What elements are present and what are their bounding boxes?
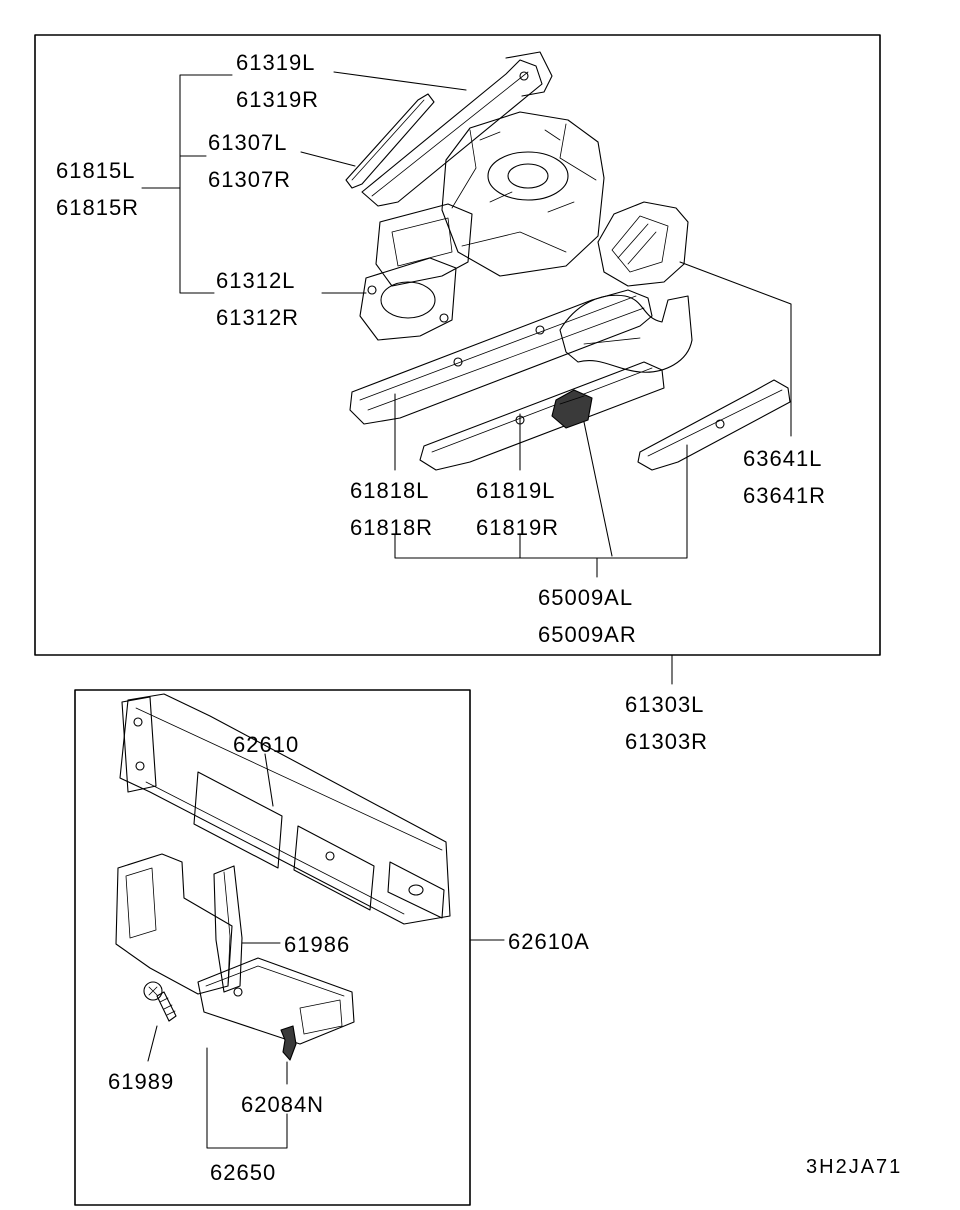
part-number: 61818R [350,515,434,540]
part-label-61303: 61303L 61303R [625,686,708,760]
part-bracket-65009 [551,389,593,429]
part-number: 65009AR [538,622,637,647]
part-number: 61989 [108,1069,175,1094]
part-label-62084N: 62084N [241,1086,324,1123]
part-number: 62610 [233,732,300,757]
part-number: 62610A [508,929,590,954]
part-number: 61986 [284,932,351,957]
part-number: 61312L [216,268,296,293]
part-label-65009A: 65009AL 65009AR [538,579,637,653]
part-number: 61815L [56,158,136,183]
part-side-member-61818 [349,289,653,425]
part-number: 62650 [210,1160,277,1185]
part-crossmember-62650 [197,957,355,1045]
upper-box-border [34,34,881,656]
part-number: 62084N [241,1092,325,1117]
part-label-61307: 61307L 61307R [208,124,291,198]
part-number: 63641L [743,446,823,471]
part-number: 61303R [625,729,709,754]
part-frame-panel-61303 [559,294,693,373]
part-number: 61307L [208,130,288,155]
part-label-62610A: 62610A [508,923,590,960]
part-side-member-61819 [419,361,665,471]
part-label-62610: 62610 [233,726,299,763]
part-number: 61818L [350,478,430,503]
part-label-61819: 61819L 61819R [476,472,559,546]
part-label-62650: 62650 [210,1154,276,1191]
drawing-code: 3H2JA71 [806,1156,903,1178]
part-label-61989: 61989 [108,1063,174,1100]
part-number: 61319L [236,50,316,75]
leader-lines-upper [141,71,792,685]
part-rail-63641-lower [637,379,791,471]
part-number: 61819R [476,515,560,540]
part-brace-61307 [345,93,435,189]
part-label-61818: 61818L 61818R [350,472,433,546]
part-strut-tower-wheelhouse [441,111,605,277]
part-bracket-63641 [597,201,689,287]
part-stay-61986 [213,865,243,993]
lower-box-border [74,689,471,1206]
part-clip-62084n [280,1025,297,1061]
lower-assembly-box [74,689,505,1206]
part-label-61815: 61815L 61815R [56,152,139,226]
part-number: 61319R [236,87,320,112]
part-upper-rail-61319 [361,51,553,207]
part-panel-61312 [359,257,457,341]
part-number: 61819L [476,478,556,503]
part-number: 61307R [208,167,292,192]
part-number: 61303L [625,692,705,717]
part-support-arm [115,853,233,995]
part-label-61312: 61312L 61312R [216,262,299,336]
upper-assembly-box [34,34,881,685]
part-number: 61815R [56,195,140,220]
part-bolt-61989 [143,981,177,1022]
part-number: 61312R [216,305,300,330]
part-shield-panel-61815 [375,203,473,287]
part-label-63641: 63641L 63641R [743,440,826,514]
part-radiator-support-62610 [119,693,451,925]
part-number: 65009AL [538,585,634,610]
part-label-61986: 61986 [284,926,350,963]
part-number: 63641R [743,483,827,508]
part-label-61319: 61319L 61319R [236,44,319,118]
leader-lines-lower [147,753,505,1149]
